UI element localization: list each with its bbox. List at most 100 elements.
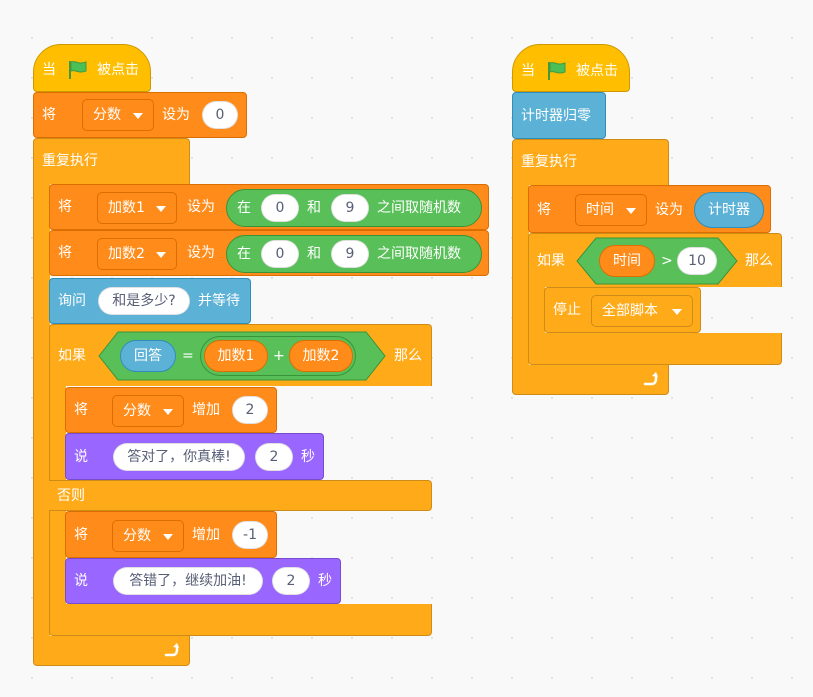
to-label: 设为 bbox=[187, 199, 215, 215]
set-label: 将 bbox=[58, 245, 72, 261]
message-input[interactable]: 答对了，你真棒! bbox=[113, 443, 245, 471]
clicked-label: 被点击 bbox=[576, 63, 618, 79]
value-input[interactable]: 0 bbox=[202, 101, 238, 129]
answer-reporter[interactable]: 回答 bbox=[120, 340, 176, 372]
variable-dropdown[interactable]: 加数1 bbox=[97, 192, 177, 224]
forever-bottom[interactable] bbox=[33, 636, 190, 666]
clicked-label: 被点击 bbox=[97, 62, 139, 78]
then-label: 那么 bbox=[394, 348, 422, 364]
dropdown-arrow-icon bbox=[163, 534, 173, 540]
else-label: 否则 bbox=[57, 488, 85, 504]
then-label: 那么 bbox=[745, 253, 773, 269]
loop-arrow-icon bbox=[164, 643, 179, 657]
random-reporter[interactable]: 在 0 和 9 之间取随机数 bbox=[226, 189, 482, 227]
variable-dropdown[interactable]: 分数 bbox=[82, 99, 154, 131]
if-arm bbox=[528, 286, 545, 334]
set-label: 将 bbox=[74, 527, 88, 543]
to-input[interactable]: 9 bbox=[331, 240, 369, 268]
message-input[interactable]: 答错了，继续加油! bbox=[113, 567, 263, 595]
addend1-reporter[interactable]: 加数1 bbox=[204, 340, 268, 372]
set-variable-block[interactable]: 将 分数 设为 0 bbox=[33, 92, 247, 138]
from-input[interactable]: 0 bbox=[261, 240, 299, 268]
set-label: 将 bbox=[74, 402, 88, 418]
when-label: 当 bbox=[42, 62, 56, 78]
dropdown-arrow-icon bbox=[163, 409, 173, 415]
change-value-input[interactable]: 2 bbox=[232, 396, 268, 424]
change-score-block[interactable]: 将 分数 增加 2 bbox=[65, 387, 277, 433]
green-flag-icon bbox=[548, 62, 566, 80]
loop-arrow-icon bbox=[643, 372, 658, 386]
reset-timer-label: 计时器归零 bbox=[521, 108, 591, 124]
forever-arm bbox=[33, 183, 50, 637]
forever-arm bbox=[512, 184, 529, 366]
forever-label: 重复执行 bbox=[42, 153, 98, 169]
reset-timer-block[interactable]: 计时器归零 bbox=[512, 92, 606, 139]
to-input[interactable]: 9 bbox=[331, 194, 369, 222]
when-flag-clicked-hat[interactable]: 当 被点击 bbox=[512, 44, 630, 92]
variable-dropdown[interactable]: 分数 bbox=[112, 520, 184, 552]
if-then-block[interactable]: 如果 时间 > 10 那么 bbox=[528, 233, 782, 287]
seconds-input[interactable]: 2 bbox=[272, 567, 310, 595]
ask-and-wait-block[interactable]: 询问 和是多少? 并等待 bbox=[49, 278, 251, 324]
to-label: 设为 bbox=[162, 107, 190, 123]
from-input[interactable]: 0 bbox=[261, 194, 299, 222]
seconds-label: 秒 bbox=[301, 449, 315, 465]
change-label: 增加 bbox=[192, 527, 220, 543]
if-else-block[interactable]: 如果 回答 = 加数1 + 加数2 那么 bbox=[49, 324, 432, 386]
say-for-secs-block[interactable]: 说 答对了，你真棒! 2 秒 bbox=[65, 433, 324, 480]
if-label: 如果 bbox=[537, 253, 565, 269]
equals-label: = bbox=[182, 348, 194, 364]
set-time-block[interactable]: 将 时间 设为 计时器 bbox=[528, 185, 771, 233]
say-for-secs-block[interactable]: 说 答错了，继续加油! 2 秒 bbox=[65, 558, 341, 604]
forever-bottom[interactable] bbox=[512, 365, 669, 395]
change-value-input[interactable]: -1 bbox=[232, 521, 268, 549]
plus-label: + bbox=[273, 348, 285, 364]
set-addend1-block[interactable]: 将 加数1 设为 在 0 和 9 之间取随机数 bbox=[49, 184, 489, 230]
say-label: 说 bbox=[74, 449, 88, 465]
time-reporter[interactable]: 时间 bbox=[599, 245, 655, 277]
set-label: 将 bbox=[537, 202, 551, 218]
dropdown-arrow-icon bbox=[156, 252, 166, 258]
and-label: 和 bbox=[307, 200, 321, 216]
addend2-reporter[interactable]: 加数2 bbox=[289, 340, 353, 372]
stop-block[interactable]: 停止 全部脚本 bbox=[544, 287, 701, 333]
random-reporter[interactable]: 在 0 和 9 之间取随机数 bbox=[226, 235, 482, 273]
when-flag-clicked-hat[interactable]: 当 被点击 bbox=[33, 44, 151, 92]
timer-reporter[interactable]: 计时器 bbox=[694, 192, 764, 228]
variable-name: 加数1 bbox=[108, 200, 145, 216]
to-label: 设为 bbox=[655, 202, 683, 218]
compare-value-input[interactable]: 10 bbox=[677, 247, 717, 275]
random-label: 之间取随机数 bbox=[377, 246, 461, 262]
seconds-input[interactable]: 2 bbox=[255, 443, 293, 471]
dropdown-arrow-icon bbox=[156, 206, 166, 212]
set-label: 将 bbox=[58, 199, 72, 215]
green-flag-icon bbox=[69, 61, 87, 79]
dropdown-arrow-icon bbox=[626, 208, 636, 214]
else-divider[interactable]: 否则 bbox=[49, 480, 432, 511]
if-label: 如果 bbox=[58, 348, 86, 364]
random-label: 之间取随机数 bbox=[377, 200, 461, 216]
variable-name: 分数 bbox=[123, 528, 151, 544]
if-else-bottom bbox=[49, 604, 432, 636]
wait-label: 并等待 bbox=[198, 293, 240, 309]
variable-name: 分数 bbox=[93, 107, 121, 123]
ask-label: 询问 bbox=[58, 293, 86, 309]
pick-in-label: 在 bbox=[237, 200, 251, 216]
variable-dropdown[interactable]: 加数2 bbox=[97, 238, 177, 270]
add-operator[interactable]: 加数1 + 加数2 bbox=[200, 336, 356, 376]
stop-option-dropdown[interactable]: 全部脚本 bbox=[591, 295, 693, 327]
variable-dropdown[interactable]: 分数 bbox=[112, 395, 184, 427]
to-label: 设为 bbox=[187, 245, 215, 261]
change-score-block[interactable]: 将 分数 增加 -1 bbox=[65, 511, 277, 558]
forever-block[interactable]: 重复执行 bbox=[33, 138, 190, 184]
question-input[interactable]: 和是多少? bbox=[98, 287, 190, 315]
variable-name: 时间 bbox=[586, 202, 614, 218]
forever-block[interactable]: 重复执行 bbox=[512, 139, 669, 185]
variable-dropdown[interactable]: 时间 bbox=[575, 194, 647, 226]
set-label: 将 bbox=[42, 107, 56, 123]
say-label: 说 bbox=[74, 573, 88, 589]
stop-option-value: 全部脚本 bbox=[602, 303, 658, 319]
variable-name: 加数2 bbox=[108, 246, 145, 262]
set-addend2-block[interactable]: 将 加数2 设为 在 0 和 9 之间取随机数 bbox=[49, 230, 489, 276]
dropdown-arrow-icon bbox=[672, 309, 682, 315]
